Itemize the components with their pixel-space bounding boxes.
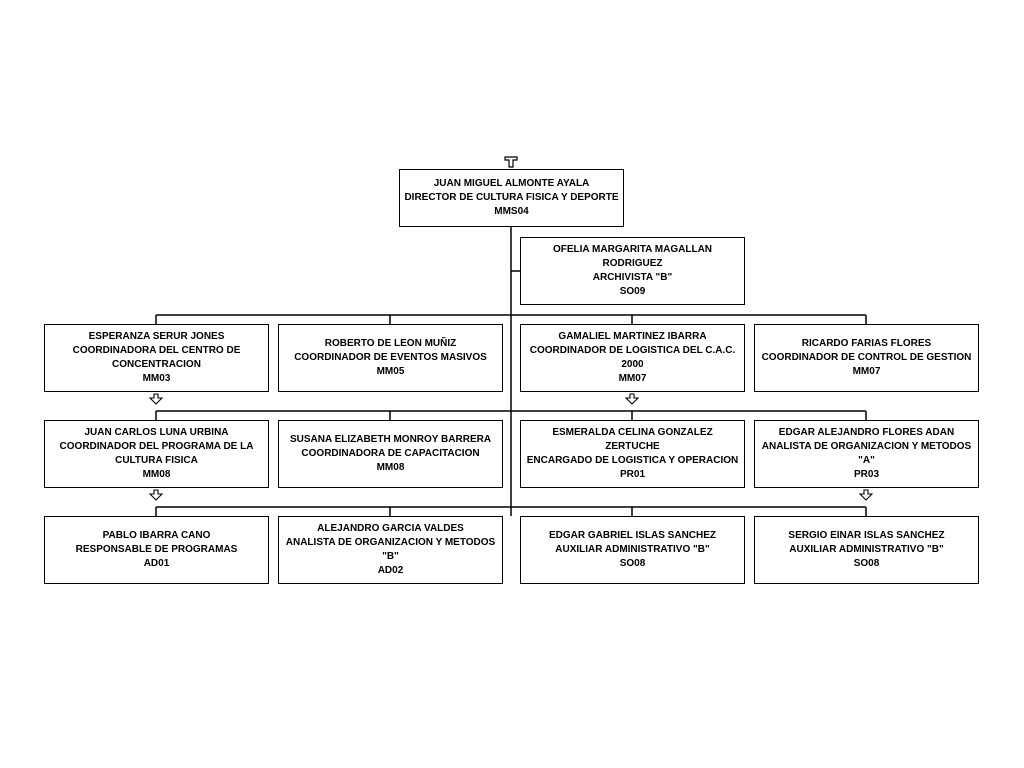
position-code: MM08: [376, 462, 405, 473]
position-code: MM05: [376, 366, 405, 377]
position-name: GAMALIEL MARTINEZ IBARRA: [558, 331, 707, 342]
position-title: ANALISTA DE ORGANIZACION Y METODOS: [761, 441, 972, 452]
position-box-pablo-ibarra[interactable]: PABLO IBARRA CANO RESPONSABLE DE PROGRAM…: [44, 516, 269, 584]
position-code: SO08: [619, 558, 646, 569]
position-title-line2: CULTURA FISICA: [115, 455, 198, 466]
position-box-alejandro-garcia[interactable]: ALEJANDRO GARCIA VALDES ANALISTA DE ORGA…: [278, 516, 503, 584]
position-title: COORDINADOR DE CONTROL DE GESTION: [761, 352, 972, 363]
position-box-susana-monroy[interactable]: SUSANA ELIZABETH MONROY BARRERA COORDINA…: [278, 420, 503, 488]
position-code: AD01: [143, 558, 170, 569]
position-title: AUXILIAR ADMINISTRATIVO "B": [555, 544, 710, 555]
expand-down-icon[interactable]: [149, 489, 163, 501]
assistant-box[interactable]: OFELIA MARGARITA MAGALLAN RODRIGUEZ ARCH…: [520, 237, 745, 305]
position-box-esmeralda-gonzalez[interactable]: ESMERALDA CELINA GONZALEZ ZERTUCHE ENCAR…: [520, 420, 745, 488]
expand-down-icon[interactable]: [625, 393, 639, 405]
position-code: PR03: [853, 469, 879, 480]
position-title-line2: CONCENTRACION: [112, 359, 201, 370]
position-box-edgar-flores[interactable]: EDGAR ALEJANDRO FLORES ADAN ANALISTA DE …: [754, 420, 979, 488]
position-box-gamaliel-martinez[interactable]: GAMALIEL MARTINEZ IBARRA COORDINADOR DE …: [520, 324, 745, 392]
position-title: COORDINADOR DE LOGISTICA DEL C.A.C.: [529, 345, 736, 356]
position-title: COORDINADOR DE EVENTOS MASIVOS: [294, 352, 487, 363]
assistant-title: ARCHIVISTA "B": [592, 272, 673, 283]
position-box-edgar-islas[interactable]: EDGAR GABRIEL ISLAS SANCHEZ AUXILIAR ADM…: [520, 516, 745, 584]
director-box[interactable]: JUAN MIGUEL ALMONTE AYALA DIRECTOR DE CU…: [399, 169, 624, 227]
position-title: ANALISTA DE ORGANIZACION Y METODOS: [285, 537, 496, 548]
assistant-name-line2: RODRIGUEZ: [602, 258, 663, 269]
position-code: SO08: [853, 558, 880, 569]
position-name: PABLO IBARRA CANO: [102, 530, 211, 541]
position-title: RESPONSABLE DE PROGRAMAS: [75, 544, 238, 555]
position-name: ESPERANZA SERUR JONES: [88, 331, 225, 342]
expand-down-icon[interactable]: [149, 393, 163, 405]
position-code: PR01: [619, 469, 645, 480]
position-name: ROBERTO DE LEON MUÑIZ: [324, 338, 457, 349]
director-code: MMS04: [494, 206, 529, 217]
position-box-sergio-islas[interactable]: SERGIO EINAR ISLAS SANCHEZ AUXILIAR ADMI…: [754, 516, 979, 584]
position-name: SUSANA ELIZABETH MONROY BARRERA: [289, 434, 492, 445]
position-box-juan-carlos-luna[interactable]: JUAN CARLOS LUNA URBINA COORDINADOR DEL …: [44, 420, 269, 488]
assistant-name: OFELIA MARGARITA MAGALLAN: [552, 244, 713, 255]
director-title: DIRECTOR DE CULTURA FISICA Y DEPORTE: [404, 192, 619, 203]
position-code: MM07: [852, 366, 881, 377]
position-box-ricardo-farias[interactable]: RICARDO FARIAS FLORES COORDINADOR DE CON…: [754, 324, 979, 392]
position-name: EDGAR GABRIEL ISLAS SANCHEZ: [548, 530, 717, 541]
position-box-roberto-de-leon[interactable]: ROBERTO DE LEON MUÑIZ COORDINADOR DE EVE…: [278, 324, 503, 392]
position-name: SERGIO EINAR ISLAS SANCHEZ: [788, 530, 945, 541]
position-name: ESMERALDA CELINA GONZALEZ ZERTUCHE: [552, 427, 713, 452]
position-name: ALEJANDRO GARCIA VALDES: [317, 523, 464, 534]
position-title-line2: 2000: [621, 359, 644, 370]
position-code: MM08: [142, 469, 171, 480]
position-title: COORDINADOR DEL PROGRAMA DE LA: [59, 441, 254, 452]
position-code: MM03: [142, 373, 171, 384]
up-level-icon[interactable]: [504, 156, 518, 168]
position-box-esperanza-serur[interactable]: ESPERANZA SERUR JONES COORDINADORA DEL C…: [44, 324, 269, 392]
position-code: MM07: [618, 373, 647, 384]
position-name: RICARDO FARIAS FLORES: [801, 338, 932, 349]
position-name: EDGAR ALEJANDRO FLORES ADAN: [778, 427, 955, 438]
position-name: JUAN CARLOS LUNA URBINA: [84, 427, 229, 438]
position-title: COORDINADORA DE CAPACITACION: [301, 448, 480, 459]
position-title-line2: "A": [858, 455, 875, 466]
position-title: ENCARGADO DE LOGISTICA Y OPERACION: [526, 455, 739, 466]
position-code: AD02: [377, 565, 404, 576]
expand-down-icon[interactable]: [859, 489, 873, 501]
director-name: JUAN MIGUEL ALMONTE AYALA: [433, 178, 590, 189]
position-title: COORDINADORA DEL CENTRO DE: [72, 345, 241, 356]
position-title-line2: "B": [382, 551, 399, 562]
assistant-code: SO09: [619, 286, 646, 297]
position-title: AUXILIAR ADMINISTRATIVO "B": [789, 544, 944, 555]
